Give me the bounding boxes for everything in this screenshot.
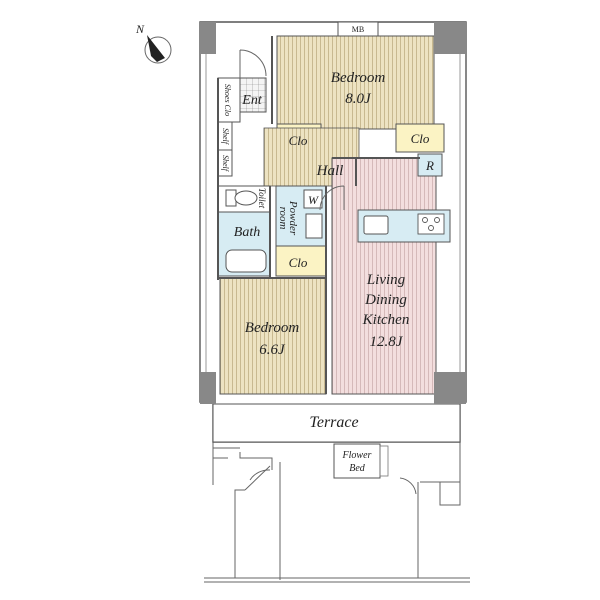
bedroom-top-size: 8.0J (345, 91, 372, 107)
ldk-area (331, 157, 437, 395)
refrigerator-space (417, 153, 443, 177)
closet-top-left-label: Clo (289, 133, 308, 148)
stove-icon (417, 213, 445, 235)
kitchen-sink-icon (363, 215, 389, 235)
flower-bed-edge (379, 445, 389, 477)
sink-icon (305, 213, 323, 239)
powder-room-label-2: room (277, 207, 289, 230)
bathtub-icon (225, 249, 267, 273)
structural-columns (200, 22, 466, 404)
ldk-line-2: Dining (364, 292, 407, 308)
toilet-label: Toilet (257, 188, 267, 209)
entrance-label: Ent (241, 93, 263, 108)
refrigerator-label: R (425, 158, 434, 173)
hall-label: Hall (316, 163, 344, 179)
ldk-line-1: Living (366, 272, 406, 288)
compass-ring (144, 36, 172, 64)
flower-bed-label-1: Flower (342, 450, 372, 461)
ldk-size: 12.8J (370, 334, 404, 350)
closet-top-right-label: Clo (411, 131, 430, 146)
washer-space (303, 189, 323, 209)
meter-box-label: MB (352, 25, 364, 34)
bedroom-top-name: Bedroom (331, 70, 386, 86)
powder-room-label-1: Powder (287, 200, 299, 236)
meter-box (337, 21, 379, 37)
shoes-closet-label: Shoes Clo (223, 84, 232, 116)
compass-needle-icon (147, 35, 165, 62)
entrance-tiles (239, 77, 267, 113)
washer-label: W (308, 193, 319, 207)
interior-walls (217, 36, 420, 394)
compass: N (135, 22, 172, 64)
shelf-1-label: Shelf (221, 128, 230, 146)
terrace-area (212, 403, 461, 443)
entrance-door (239, 49, 267, 78)
compass-label: N (135, 22, 145, 36)
toilet-icon (225, 189, 258, 207)
flower-bed-label-2: Bed (349, 463, 366, 474)
shelf-2-label: Shelf (221, 155, 230, 173)
closet-top-right (395, 123, 445, 153)
lower-frame (204, 442, 470, 583)
hall-door (319, 185, 345, 211)
bedroom-bottom-area (219, 277, 327, 395)
closet-bottom-label: Clo (289, 255, 308, 270)
bedroom-top-area (276, 35, 435, 130)
bath-label: Bath (234, 225, 260, 240)
bedroom-bottom-size: 6.6J (259, 342, 286, 358)
terrace-label: Terrace (309, 414, 358, 431)
bedroom-bottom-name: Bedroom (245, 320, 300, 336)
ldk-line-3: Kitchen (362, 312, 410, 328)
closet-bottom (275, 245, 327, 277)
